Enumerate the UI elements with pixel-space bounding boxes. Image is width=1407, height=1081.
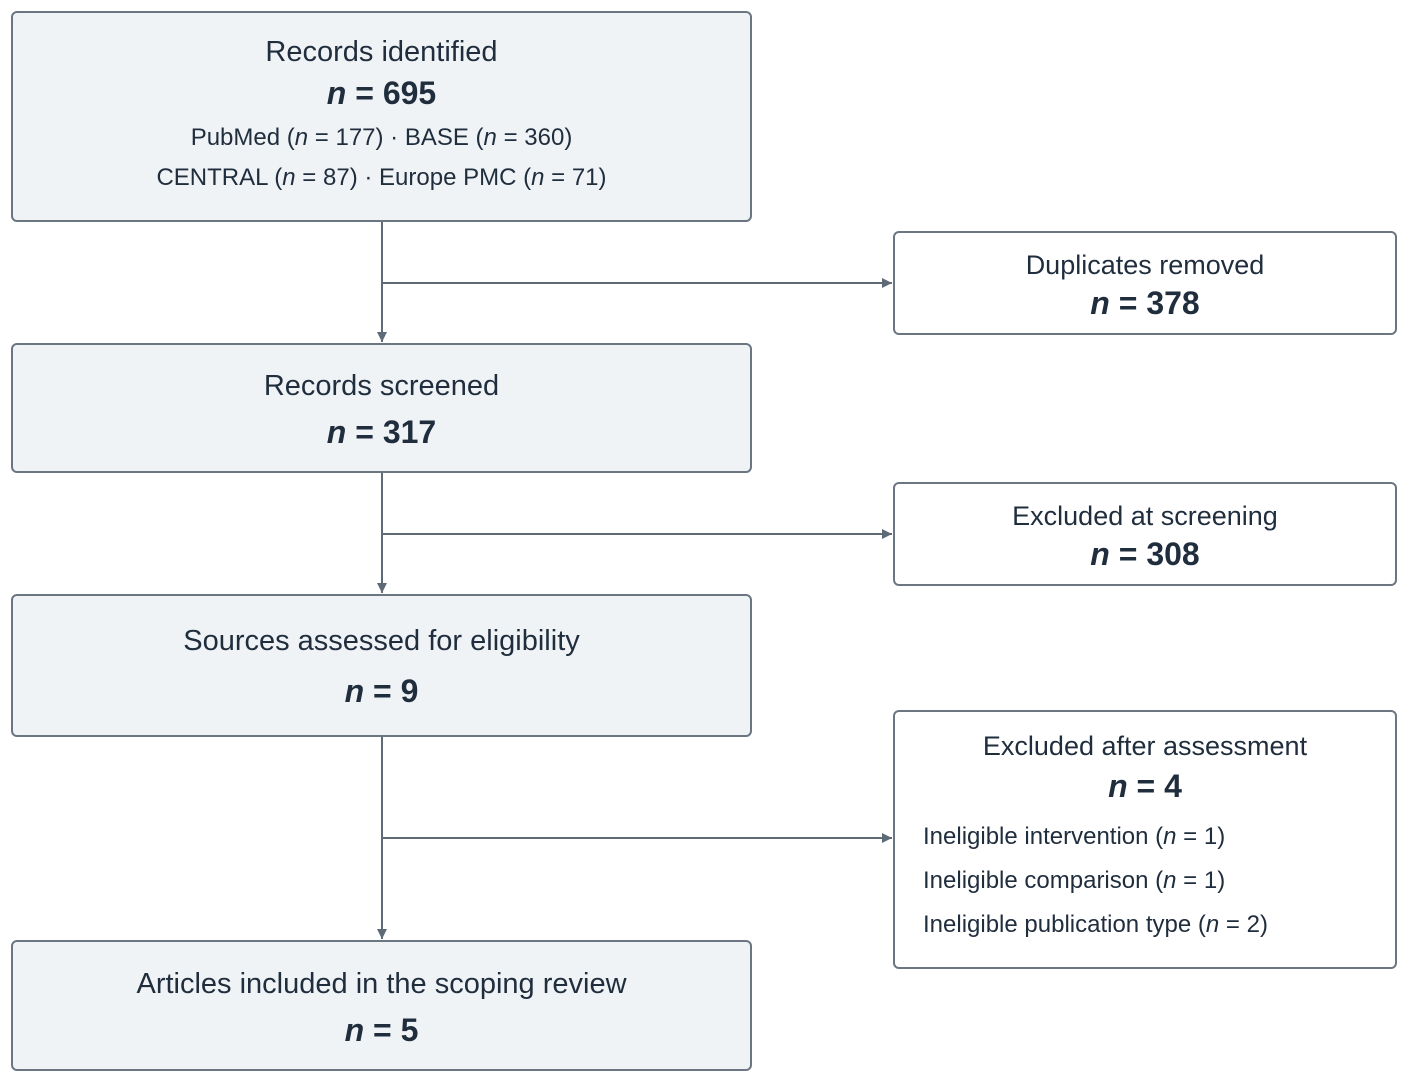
records-identified-box: Records identified n = 695 PubMed (n = 1…	[11, 11, 752, 222]
exclusion-reason: Ineligible comparison (n = 1)	[923, 867, 1226, 894]
articles-included-box: Articles included in the scoping review …	[11, 940, 752, 1071]
excluded-at-screening-count: n = 308	[1090, 536, 1200, 572]
source-line-2: CENTRAL (n = 87) · Europe PMC (n = 71)	[156, 164, 607, 191]
excluded-after-assessment-count: n = 4	[1108, 768, 1182, 804]
excluded-at-screening-title: Excluded at screening	[1012, 501, 1278, 531]
exclusion-reason: Ineligible intervention (n = 1)	[923, 823, 1226, 850]
duplicates-removed-count: n = 378	[1090, 285, 1200, 321]
source-line-1: PubMed (n = 177) · BASE (n = 360)	[190, 124, 573, 151]
records-screened-count: n = 317	[326, 414, 437, 450]
records-identified-title: Records identified	[265, 36, 498, 68]
records-screened-title: Records screened	[263, 370, 500, 402]
duplicates-removed-title: Duplicates removed	[1025, 250, 1265, 280]
articles-included-count: n = 5	[344, 1012, 419, 1048]
records-identified-count: n = 695	[326, 75, 437, 111]
articles-included-title: Articles included in the scoping review	[136, 968, 627, 1000]
sources-assessed-count: n = 9	[344, 673, 419, 709]
exclusion-reason: Ineligible publication type (n = 2)	[923, 911, 1268, 938]
excluded-after-assessment-title: Excluded after assessment	[982, 731, 1308, 761]
duplicates-removed-box: Duplicates removed n = 378	[893, 231, 1397, 335]
records-screened-box: Records screened n = 317	[11, 343, 752, 473]
sources-assessed-title: Sources assessed for eligibility	[183, 625, 580, 657]
excluded-at-screening-box: Excluded at screening n = 308	[893, 482, 1397, 586]
sources-assessed-box: Sources assessed for eligibility n = 9	[11, 594, 752, 737]
excluded-after-assessment-box: Excluded after assessment n = 4 Ineligib…	[893, 710, 1397, 969]
